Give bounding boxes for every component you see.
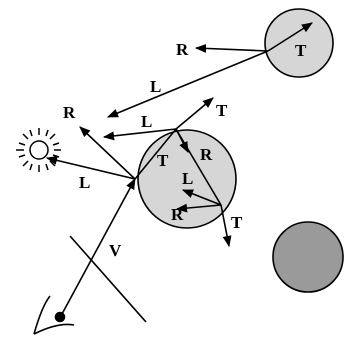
label-R-left: R <box>63 103 76 122</box>
label-R-in-sphere: R <box>200 145 213 164</box>
ray-T-inside <box>134 128 177 180</box>
label-T-upper: T <box>216 101 228 120</box>
view-ray <box>61 178 136 315</box>
label-T-in-sphere: T <box>157 151 169 170</box>
ray-L-lower <box>45 155 136 180</box>
ray-T-top-sphere <box>267 22 313 52</box>
label-L-middle: L <box>141 112 152 131</box>
ray-L-upper <box>106 50 269 118</box>
ray-R-left <box>79 126 136 180</box>
image-plane <box>69 235 147 323</box>
ray-R-in-sphere <box>175 203 222 213</box>
ray-R-top <box>194 43 269 53</box>
ray-T-upper <box>175 97 214 130</box>
label-R-top: R <box>176 40 189 59</box>
eye-icon <box>33 295 75 335</box>
sphere-top-right <box>264 8 334 78</box>
ray-T-exit <box>220 204 232 248</box>
label-T-exit: T <box>231 213 243 232</box>
ray-inside-to-exit <box>175 128 222 206</box>
label-L-in-sphere: L <box>182 169 193 188</box>
light-source-icon <box>16 128 61 172</box>
label-L-upper: L <box>150 77 161 96</box>
sphere-dark <box>272 221 344 293</box>
label-V-view: V <box>109 241 122 260</box>
sphere-middle <box>137 129 237 229</box>
label-T-top-sphere: T <box>295 41 307 60</box>
ray-L-in-sphere <box>181 189 222 206</box>
label-R-in-sphere-low: R <box>171 205 184 224</box>
ray-L-middle <box>102 128 177 141</box>
label-L-lower: L <box>79 173 90 192</box>
